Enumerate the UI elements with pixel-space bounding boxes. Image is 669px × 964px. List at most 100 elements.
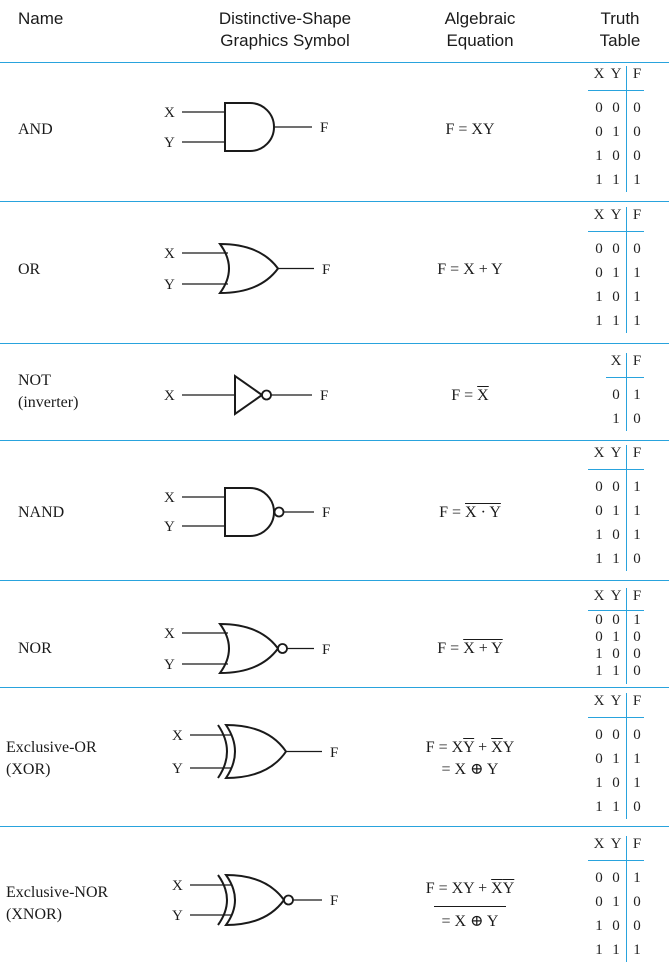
truth-table-cell: 1 <box>612 313 620 329</box>
truth-table-cell: X <box>593 66 605 82</box>
text-label: AND <box>18 121 53 138</box>
truth-table-cell: 1 <box>595 148 603 164</box>
truth-table-cell: X <box>593 693 605 709</box>
truth-table-cell: 1 <box>612 894 620 910</box>
truth-table-cell: 1 <box>595 646 603 662</box>
truth-table-divider <box>626 353 627 431</box>
truth-table-cell: 0 <box>633 551 641 567</box>
truth-table-cell: Y <box>610 693 622 709</box>
text-label: Distinctive-Shape <box>218 9 352 28</box>
truth-table-cell: F <box>632 66 642 82</box>
equation-overbar <box>434 906 506 907</box>
signal-label: F <box>322 262 330 278</box>
text-label: (XOR) <box>6 761 51 778</box>
truth-table-cell: Y <box>610 836 622 852</box>
equation: F = X + Y <box>390 638 550 660</box>
truth-table-cell: 0 <box>595 870 603 886</box>
truth-table-cell: 0 <box>612 387 620 403</box>
truth-table-cell: 0 <box>612 289 620 305</box>
truth-table-cell: 0 <box>595 629 603 645</box>
truth-table-cell: F <box>632 588 642 604</box>
truth-table-cell: 1 <box>633 942 641 958</box>
gate-name: AND <box>18 119 53 141</box>
table-header: Name Distinctive-Shape Graphics Symbol A… <box>0 0 669 62</box>
signal-label: F <box>322 505 330 521</box>
equation: F = X · Y <box>390 502 550 524</box>
text-label: (inverter) <box>18 394 79 411</box>
header-name: Name <box>18 8 63 30</box>
truth-table-cell: 1 <box>612 265 620 281</box>
truth-table-cell: 0 <box>633 124 641 140</box>
truth-table-divider <box>626 66 627 192</box>
signal-label: F <box>320 120 328 136</box>
text-label: Graphics Symbol <box>220 31 350 50</box>
row-divider <box>0 826 669 827</box>
or-gate-symbol: X Y F <box>164 242 330 295</box>
truth-table-divider <box>626 207 627 333</box>
truth-table-cell: 0 <box>612 646 620 662</box>
truth-table-cell: 0 <box>612 612 620 628</box>
truth-table-cell: 1 <box>612 172 620 188</box>
truth-table-cell: 0 <box>595 241 603 257</box>
signal-label: Y <box>172 761 183 777</box>
truth-table-cell: F <box>632 353 642 369</box>
truth-table-cell: F <box>632 445 642 461</box>
signal-label: X <box>164 490 175 506</box>
truth-table-divider <box>588 717 644 718</box>
equation: F = X <box>390 385 550 407</box>
gate-row-xor: Exclusive-OR(XOR) X Y F F = XY + XY = X … <box>0 687 669 826</box>
xnor-gate-symbol: X Y F <box>172 873 338 927</box>
text-label: F = <box>439 504 466 521</box>
truth-table-cell: X <box>593 836 605 852</box>
text-label: X <box>477 387 489 404</box>
row-divider <box>0 440 669 441</box>
truth-table-cell: 1 <box>633 313 641 329</box>
text-label: Y <box>502 880 515 897</box>
truth-table-cell: X <box>610 353 622 369</box>
text-label: Algebraic <box>444 9 516 28</box>
truth-table-cell: 1 <box>595 289 603 305</box>
equation: F = XY + XY = X ⊕ Y <box>390 737 550 781</box>
text-label: Truth <box>600 9 640 28</box>
text-label: = X ⊕ Y <box>441 761 499 778</box>
gate-name: NOR <box>18 638 52 660</box>
text-label: OR <box>18 261 41 278</box>
truth-table-divider <box>588 469 644 470</box>
gate-name: Exclusive-NOR(XNOR) <box>6 882 108 926</box>
truth-table-cell: 1 <box>633 527 641 543</box>
truth-table-divider <box>588 860 644 861</box>
truth-table-cell: 1 <box>633 265 641 281</box>
truth-table-cell: 1 <box>633 775 641 791</box>
gate-name: Exclusive-OR(XOR) <box>6 737 97 781</box>
truth-table-cell: Y <box>610 207 622 223</box>
signal-label: X <box>164 388 175 404</box>
truth-table-cell: 0 <box>612 479 620 495</box>
truth-table-cell: X <box>593 207 605 223</box>
truth-table-divider <box>606 377 644 378</box>
truth-table-cell: 0 <box>612 918 620 934</box>
text-label: F = <box>437 640 464 657</box>
header-equation: Algebraic Equation <box>420 8 540 52</box>
truth-table-cell: 1 <box>595 313 603 329</box>
text-label: Equation <box>446 31 514 50</box>
truth-table-cell: 0 <box>595 894 603 910</box>
truth-table-cell: 0 <box>612 775 620 791</box>
text-label: X + Y <box>463 640 503 657</box>
truth-table-cell: 1 <box>595 799 603 815</box>
nor-gate-symbol: X Y F <box>164 622 330 675</box>
truth-table-divider <box>588 231 644 232</box>
truth-table-divider <box>626 836 627 962</box>
truth-table-cell: 1 <box>633 870 641 886</box>
truth-table-cell: 0 <box>633 727 641 743</box>
nand-gate-symbol: X Y F <box>164 487 330 537</box>
text-label: F = <box>451 387 478 404</box>
truth-table-cell: 0 <box>595 265 603 281</box>
truth-table-cell: 0 <box>633 629 641 645</box>
